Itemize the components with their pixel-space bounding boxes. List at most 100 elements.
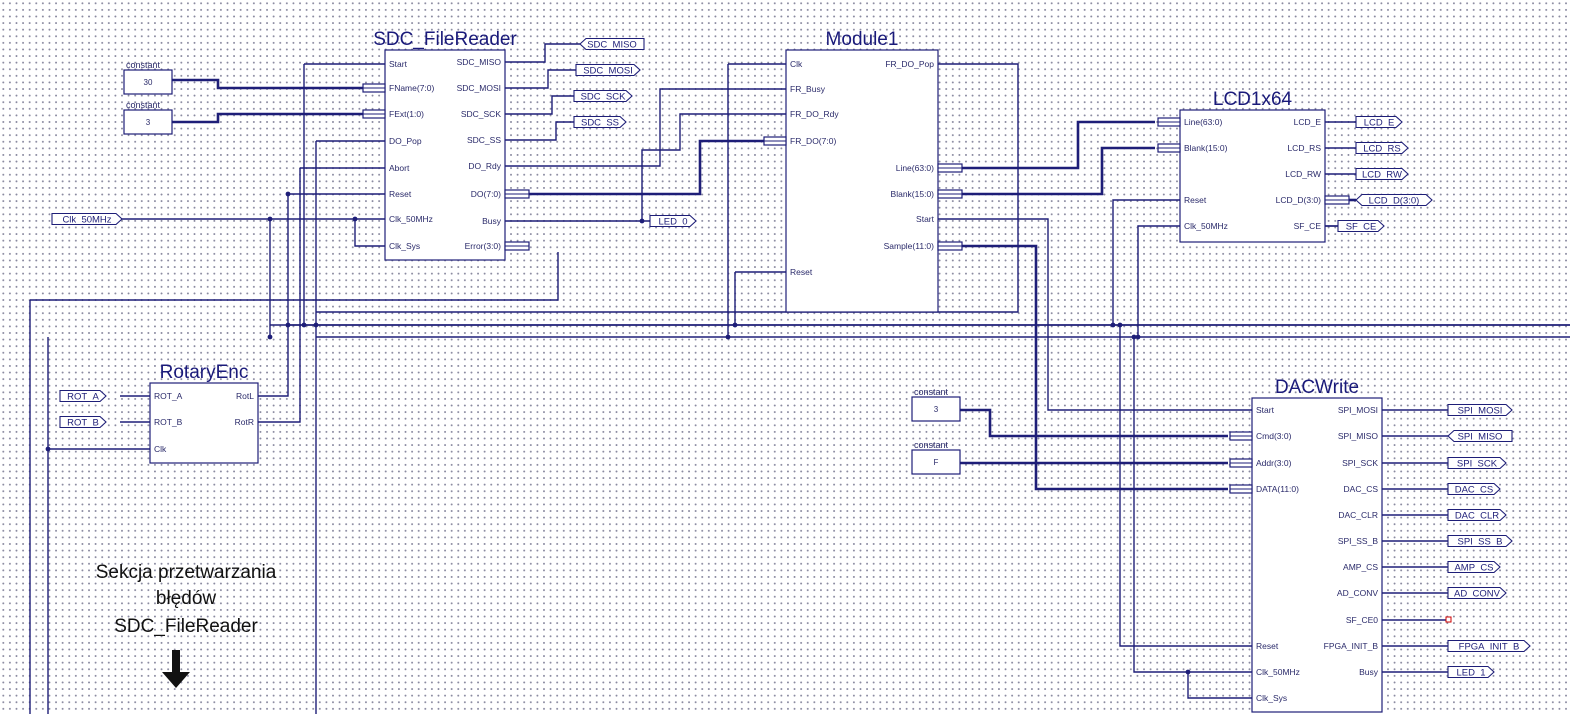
port-shape: [1355, 167, 1409, 181]
io-port[interactable]: SPI_SS_B: [1447, 534, 1513, 548]
port-shape: [575, 63, 641, 77]
wire-sdc-mosi: [505, 69, 576, 89]
block-title: LCD1x64: [1213, 89, 1293, 110]
pin-label: LCD_D(3:0): [1276, 195, 1322, 205]
io-port[interactable]: SPI_SCK: [1447, 456, 1507, 470]
io-port[interactable]: SPI_MOSI: [1447, 403, 1513, 417]
block-title: Module1: [826, 29, 899, 50]
constant-value: F: [934, 458, 939, 467]
io-port[interactable]: SPI_MISO: [1447, 429, 1513, 443]
port-shape: [649, 214, 697, 228]
wire-sdc-sck: [505, 95, 574, 115]
io-port[interactable]: AD_CONV: [1447, 586, 1507, 600]
arrow-down-icon: [162, 650, 190, 688]
bus-cmd: [958, 408, 1228, 438]
io-port[interactable]: DAC_CLR: [1447, 508, 1507, 522]
pin-label: SDC_MISO: [457, 57, 502, 67]
block-dac[interactable]: DACWriteStartCmd(3:0)Addr(3:0)DATA(11:0)…: [1229, 377, 1383, 713]
pin-label: LCD_RW: [1285, 169, 1321, 179]
wire-junction: [1131, 334, 1137, 340]
block-title: RotaryEnc: [160, 362, 249, 383]
wire-junction: [285, 322, 291, 328]
pin-label: ROT_A: [154, 391, 183, 401]
wire-lcd-clk: [1137, 225, 1180, 337]
pin-label: AMP_CS: [1343, 562, 1378, 572]
io-port[interactable]: LED_1: [1447, 665, 1495, 679]
port-label: ROT_B: [67, 418, 99, 429]
pin-label: RotR: [235, 417, 254, 427]
pin-label: DO_Rdy: [468, 161, 501, 171]
wire-lcd-reset: [1112, 199, 1180, 325]
port-shape: [1447, 482, 1501, 496]
port-label: SF_CE: [1346, 222, 1377, 233]
pin-label: FPGA_INIT_B: [1324, 641, 1379, 651]
wire-rotl: [258, 194, 289, 397]
io-port[interactable]: SDC_SCK: [573, 89, 633, 103]
block-sdc[interactable]: SDC_FileReaderStartFName(7:0)FExt(1:0)DO…: [362, 29, 530, 261]
io-port[interactable]: SF_CE: [1337, 219, 1385, 233]
io-port[interactable]: SDC_SS: [573, 115, 627, 129]
io-port[interactable]: ROT_B: [59, 415, 107, 429]
pin-label: Clk_50MHz: [389, 214, 433, 224]
io-port[interactable]: LCD_RS: [1355, 141, 1409, 155]
wire-junction: [732, 322, 738, 328]
io-port[interactable]: LCD_E: [1355, 115, 1403, 129]
pin-label: Reset: [389, 189, 412, 199]
pin-label: Addr(3:0): [1256, 458, 1292, 468]
wire-junction: [352, 216, 358, 222]
pin-label: SF_CE: [1294, 221, 1322, 231]
io-port[interactable]: ROT_A: [59, 389, 107, 403]
port-shape: [1447, 639, 1531, 653]
wire-error: [30, 252, 559, 301]
port-shape: [1355, 193, 1433, 207]
wire-junction: [285, 191, 291, 197]
io-port[interactable]: SDC_MOSI: [575, 63, 641, 77]
io-port[interactable]: LCD_D(3:0): [1355, 193, 1433, 207]
block-body: [785, 49, 939, 313]
pin-label: Line(63:0): [896, 163, 934, 173]
port-label: LED_0: [658, 217, 687, 228]
port-label: SPI_MOSI: [1458, 406, 1503, 417]
pin-label: Cmd(3:0): [1256, 431, 1292, 441]
block-lcd[interactable]: LCD1x64Line(63:0)Blank(15:0)ResetClk_50M…: [1157, 89, 1350, 243]
note-line: Sekcja przetwarzania: [96, 562, 277, 583]
wire-junction: [267, 334, 273, 340]
wire-dac-clksys: [1187, 672, 1252, 699]
pin-label: SDC_SCK: [461, 109, 501, 119]
io-port[interactable]: DAC_CS: [1447, 482, 1501, 496]
pin-label: Clk: [790, 59, 803, 69]
pin-label: FR_DO_Rdy: [790, 109, 839, 119]
wire-junction: [1110, 322, 1116, 328]
io-port[interactable]: LCD_RW: [1355, 167, 1409, 181]
io-port[interactable]: SDC_MISO: [579, 37, 645, 51]
io-port[interactable]: FPGA_INIT_B: [1447, 639, 1531, 653]
pin-label: SF_CE0: [1346, 615, 1378, 625]
port-label: DAC_CLR: [1455, 511, 1499, 522]
io-port[interactable]: AMP_CS: [1447, 560, 1501, 574]
port-label: SPI_MISO: [1458, 432, 1503, 443]
constant-label: constant: [126, 100, 161, 110]
pin-label: SDC_MOSI: [457, 83, 501, 93]
pin-label: DO_Pop: [389, 136, 422, 146]
wire-sdc-ss: [505, 121, 574, 141]
bus-line: [962, 120, 1155, 170]
wire-junction: [1185, 669, 1191, 675]
pin-label: Busy: [482, 216, 502, 226]
wire-frbusy: [641, 113, 786, 221]
io-port[interactable]: LED_0: [649, 214, 697, 228]
note-line: błędów: [156, 588, 216, 609]
wire-sdc-miso: [505, 43, 580, 63]
port-shape: [1447, 508, 1507, 522]
port-label: SDC_SCK: [581, 92, 627, 103]
port-label: AD_CONV: [1454, 589, 1501, 600]
io-port[interactable]: Clk_50MHz: [51, 212, 123, 226]
block-mod1[interactable]: Module1ClkFR_BusyFR_DO_RdyFR_DO(7:0)Rese…: [763, 29, 963, 313]
port-label: LCD_D(3:0): [1369, 196, 1420, 207]
